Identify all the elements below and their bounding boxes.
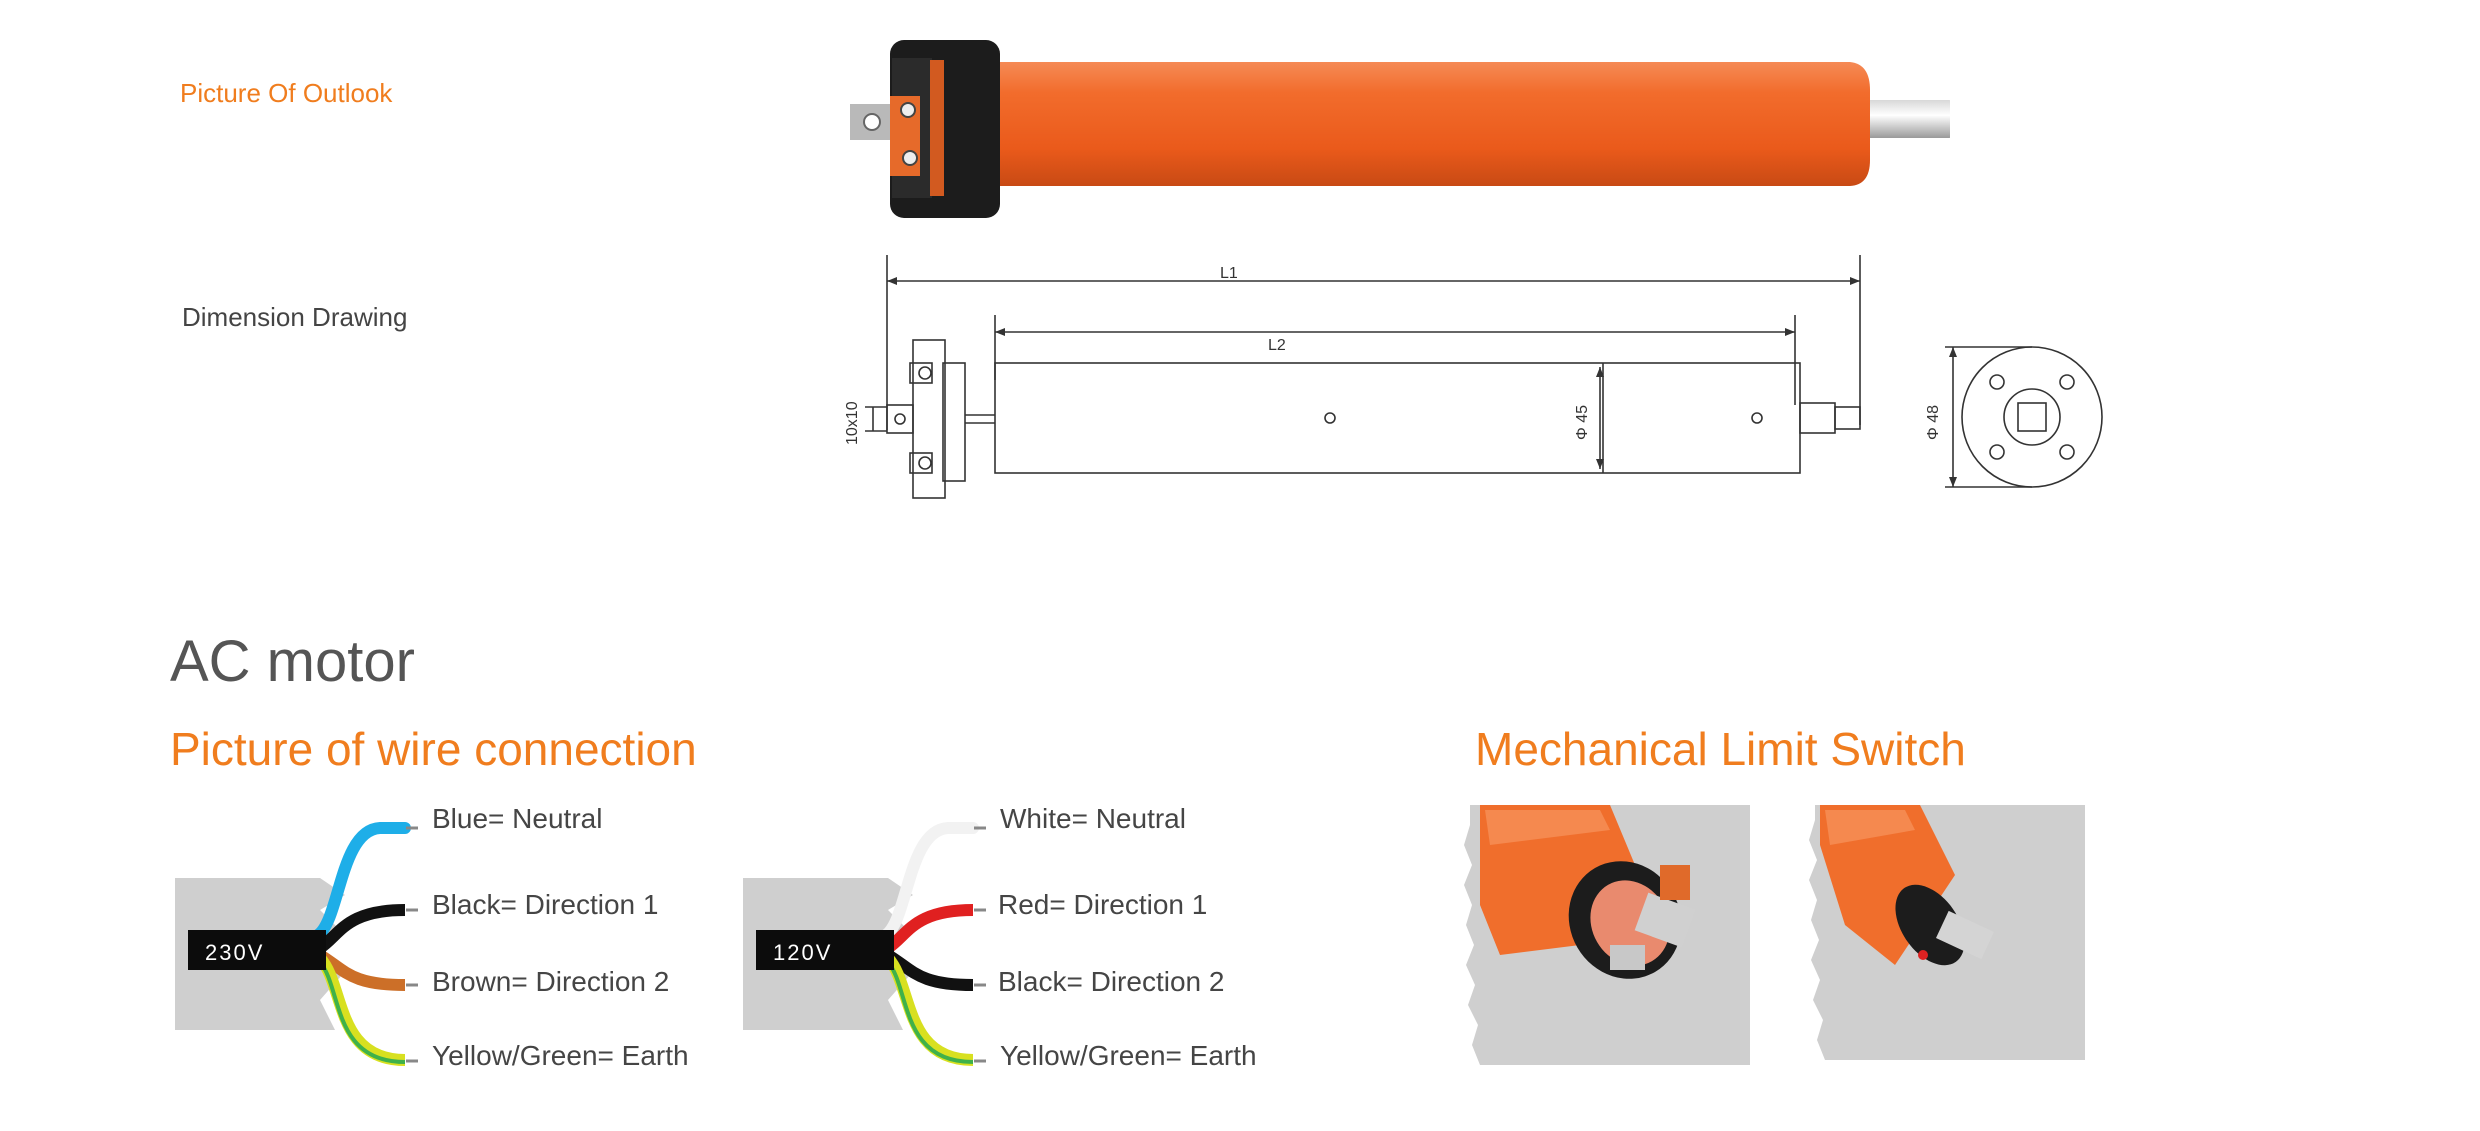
dim-phi48-label: Φ 48 [1925, 405, 1942, 440]
dimension-section-label: Dimension Drawing [182, 302, 408, 332]
wire-label-black-dir2: Black= Direction 2 [998, 966, 1225, 997]
wire-label-red: Red= Direction 1 [998, 889, 1208, 920]
dim-square-label: 10x10 [844, 401, 861, 445]
wire-label-blue: Blue= Neutral [432, 803, 603, 834]
wiring-diagram-120v: 120V [743, 822, 986, 1066]
wire-label-white: White= Neutral [1000, 803, 1186, 834]
ac-motor-title: AC motor [170, 629, 415, 694]
outlook-section-label: Picture Of Outlook [180, 78, 393, 108]
dimension-drawing: L1 L2 10x10 Φ 45 Φ 48 [844, 255, 2103, 499]
wire-label-brown: Brown= Direction 2 [432, 966, 670, 997]
dim-l1-label: L1 [1220, 265, 1238, 282]
limit-switch-photo-1 [1464, 805, 1750, 1065]
limit-switch-photo-2 [1809, 805, 2085, 1060]
voltage-label-230v: 230V [205, 940, 264, 965]
wiring-diagram-230v: 230V [175, 822, 418, 1066]
dim-l2-label: L2 [1268, 337, 1286, 354]
tubular-motor-photo [850, 40, 1950, 218]
wire-label-black: Black= Direction 1 [432, 889, 659, 920]
wire-connection-title: Picture of wire connection [170, 723, 697, 775]
limit-switch-title: Mechanical Limit Switch [1475, 723, 1966, 775]
dim-phi45-label: Φ 45 [1574, 405, 1591, 440]
wire-label-earth-230v: Yellow/Green= Earth [432, 1040, 689, 1071]
wire-label-earth-120v: Yellow/Green= Earth [1000, 1040, 1257, 1071]
voltage-label-120v: 120V [773, 940, 832, 965]
